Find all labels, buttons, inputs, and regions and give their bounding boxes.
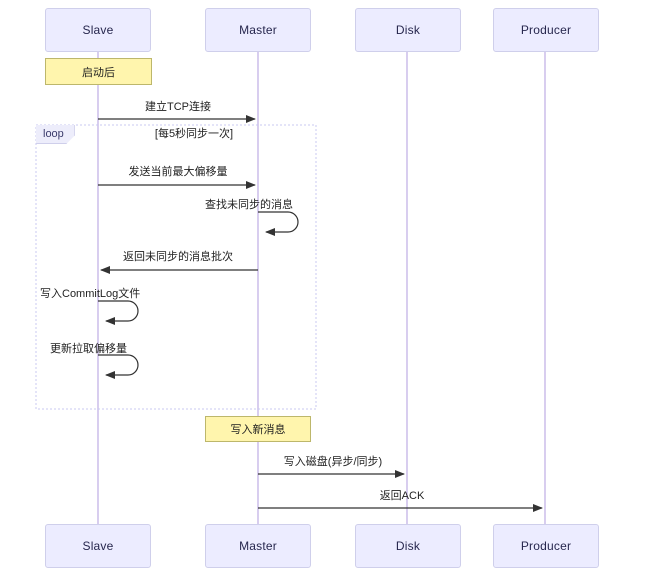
self-arrow-commit	[98, 300, 139, 325]
participant-label: Slave	[82, 23, 114, 37]
message-arrows	[98, 115, 543, 512]
note-startup: 启动后	[45, 58, 152, 85]
note-text: 写入新消息	[230, 424, 286, 436]
participant-bottom-slave[interactable]: Slave	[45, 524, 151, 568]
note-text: 启动后	[82, 66, 115, 79]
self-message-label-find: 查找未同步的消息	[205, 199, 293, 211]
message-label-tcp: 建立TCP连接	[145, 101, 211, 113]
participant-top-master[interactable]: Master	[205, 8, 311, 52]
loop-label: loop	[36, 125, 75, 144]
self-arrow-find	[258, 211, 299, 236]
participant-bottom-producer[interactable]: Producer	[493, 524, 599, 568]
participant-label: Master	[239, 539, 277, 553]
participant-label: Slave	[82, 539, 114, 553]
message-label-offset: 发送当前最大偏移量	[128, 166, 228, 178]
participant-top-producer[interactable]: Producer	[493, 8, 599, 52]
participant-label: Producer	[520, 539, 572, 553]
loop-condition: [每5秒同步一次]	[154, 128, 234, 140]
self-message-arrows	[98, 211, 299, 379]
lifelines	[97, 52, 546, 524]
self-message-label-commitlog: 写入CommitLog文件	[40, 288, 141, 300]
message-label-disk-write: 写入磁盘(异步/同步)	[283, 456, 383, 468]
participant-bottom-disk[interactable]: Disk	[355, 524, 461, 568]
participant-label: Producer	[520, 23, 572, 37]
participant-top-slave[interactable]: Slave	[45, 8, 151, 52]
note-new-message: 写入新消息	[205, 416, 311, 442]
participant-top-disk[interactable]: Disk	[355, 8, 461, 52]
participant-bottom-master[interactable]: Master	[205, 524, 311, 568]
self-message-label-update-offset: 更新拉取偏移量	[50, 343, 127, 355]
self-arrow-update	[98, 354, 139, 379]
participant-label: Disk	[395, 23, 421, 37]
message-label-batch: 返回未同步的消息批次	[123, 251, 233, 263]
loop-frame	[35, 124, 317, 410]
message-label-ack: 返回ACK	[379, 490, 425, 502]
participant-label: Master	[239, 23, 277, 37]
participant-label: Disk	[395, 539, 421, 553]
